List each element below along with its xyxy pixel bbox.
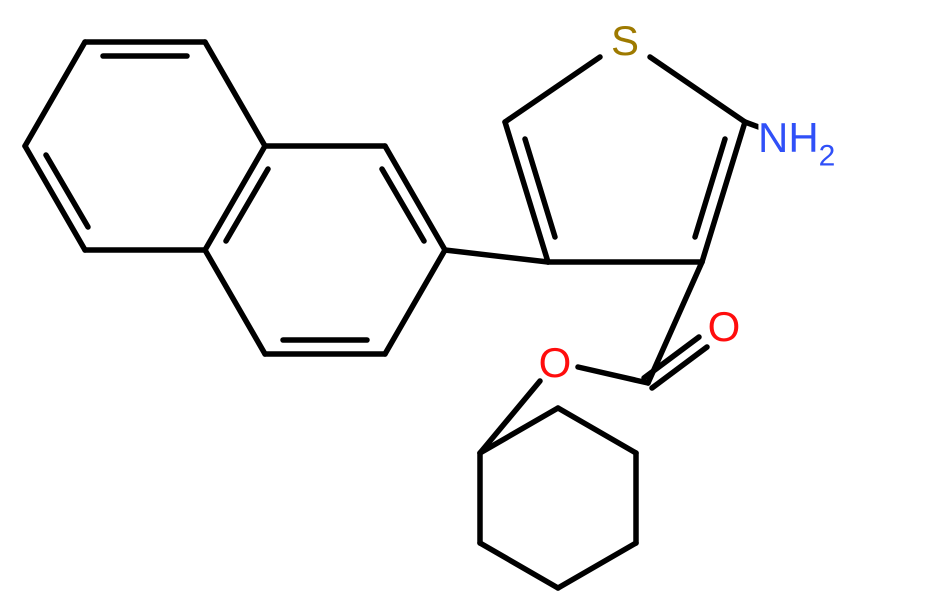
bond-C2-C3: [699, 119, 748, 265]
bond-C=O-b: [641, 334, 702, 381]
bond-naph1-1: [382, 143, 448, 253]
bond-naph1-4: [202, 247, 268, 357]
bond-C3-Ccarbonyl: [645, 259, 705, 386]
bond-C4-C5: [502, 119, 551, 265]
bond-cyhex-2: [555, 405, 639, 456]
bond-C2-N: [742, 119, 767, 132]
atom-label-amine: NH2: [758, 114, 835, 173]
bond-C=O-a: [649, 344, 710, 391]
atom-label-oxygen-ester: O: [539, 339, 572, 386]
bond-Oester-ring: [477, 378, 543, 456]
bond-naph2-4-inner: [43, 152, 91, 230]
bond-Ccarbonyl-Oester: [575, 364, 651, 386]
bond-aryl-attach: [442, 247, 551, 265]
bond-naph2-3: [22, 39, 88, 149]
bond-naph2-4: [22, 143, 88, 253]
bond-naph1-3-inner: [223, 166, 271, 244]
bond-S-C2: [647, 54, 748, 125]
atom-label-oxygen-carbonyl: O: [708, 303, 741, 350]
bond-C4-C5-inner: [522, 136, 558, 240]
bond-naph1-1-inner: [379, 166, 427, 244]
bond-cyhex-4: [555, 540, 639, 591]
bond-S-C5: [502, 54, 603, 125]
atom-label-amine-subscript: 2: [819, 140, 836, 173]
bond-cyhex-5: [477, 540, 561, 591]
bond-cyhex-1: [477, 405, 561, 456]
bond-naph2-1: [202, 39, 268, 149]
atom-label-sulfur: S: [611, 17, 639, 64]
bond-naph1-6: [382, 247, 448, 357]
bond-naph1-3: [202, 143, 268, 253]
bond-C2-C3-inner: [692, 136, 728, 240]
